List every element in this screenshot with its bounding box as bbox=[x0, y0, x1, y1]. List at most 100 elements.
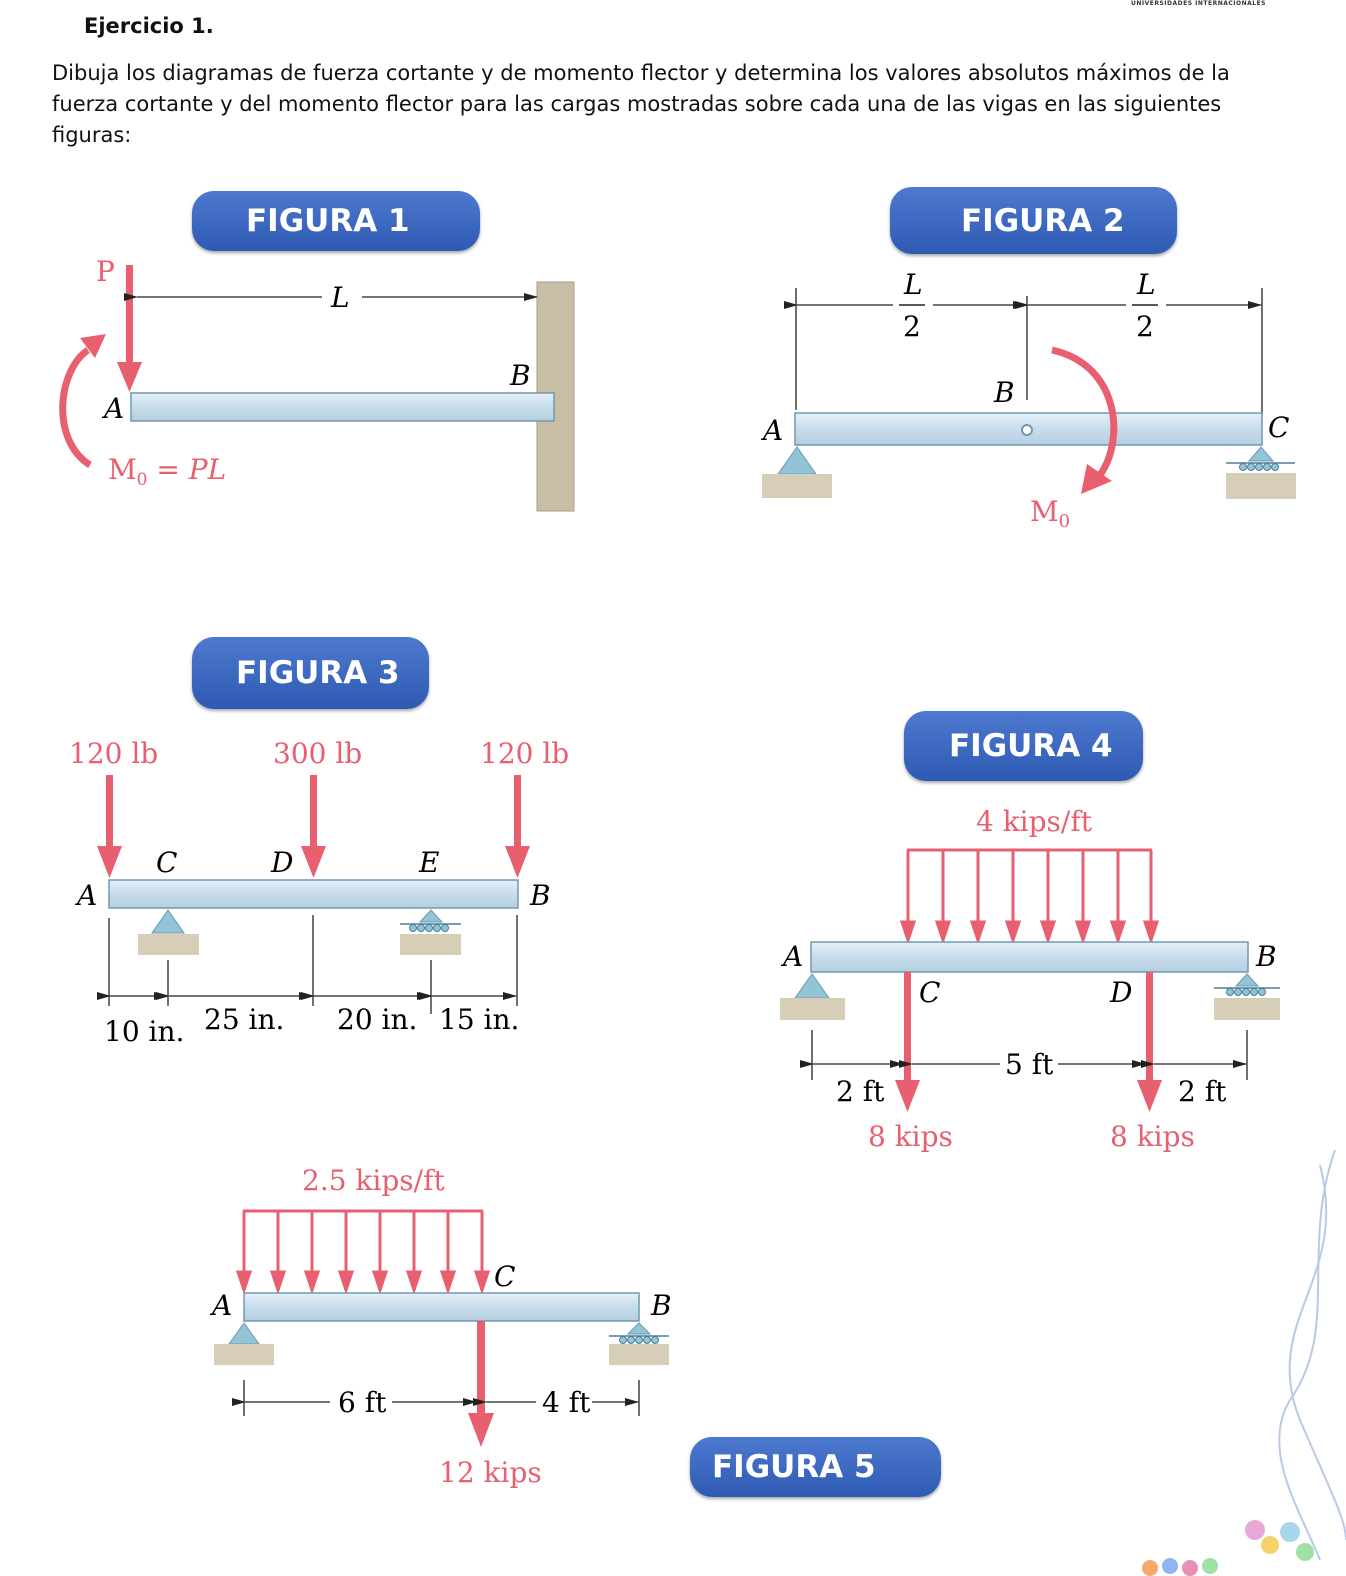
load-right-shaft bbox=[514, 775, 521, 850]
roller-support-b bbox=[1234, 973, 1260, 987]
dim-10in-label: 10 in. bbox=[104, 1015, 184, 1048]
dim-25in-label: 25 in. bbox=[204, 1003, 284, 1036]
load-mid-shaft bbox=[310, 775, 317, 850]
rollers-e bbox=[409, 924, 449, 932]
moment-m0-arrowhead bbox=[1081, 464, 1112, 494]
dim-right-label: 2 ft bbox=[1178, 1075, 1227, 1108]
figure-5-title-text: FIGURA 5 bbox=[712, 1449, 876, 1485]
load-left-shaft bbox=[106, 775, 113, 850]
beam-ab bbox=[108, 879, 519, 909]
figure-5-diagram: 2.5 kips/ft A B C bbox=[209, 1164, 672, 1489]
load-right-head bbox=[505, 846, 530, 878]
point-c-label: C bbox=[1268, 411, 1289, 444]
hinge-b bbox=[1021, 424, 1033, 436]
figure-3-title-text: FIGURA 3 bbox=[236, 655, 400, 691]
point-load-label: 12 kips bbox=[439, 1456, 542, 1489]
beam-ab bbox=[243, 1292, 640, 1322]
load-p-shaft bbox=[126, 265, 133, 365]
dist-load-arrows bbox=[899, 850, 1160, 945]
load-mid-head bbox=[301, 846, 326, 878]
load-right-label: 120 lb bbox=[480, 737, 569, 770]
load-left-label: 120 lb bbox=[69, 737, 158, 770]
load-c-shaft bbox=[477, 1321, 485, 1416]
dim-right-half-den: 2 bbox=[1136, 310, 1154, 343]
ground-b bbox=[609, 1344, 669, 1365]
point-b-label: B bbox=[993, 376, 1015, 409]
figure-3-diagram: 120 lb 300 lb 120 lb A B C D E bbox=[69, 737, 569, 1048]
moment-m0-arc bbox=[1051, 346, 1118, 478]
moment-m0-label: M0 bbox=[1030, 495, 1070, 532]
dim-l-label: L bbox=[330, 281, 350, 314]
point-c-label: C bbox=[919, 976, 940, 1009]
dim-20in-label: 20 in. bbox=[337, 1003, 417, 1036]
figure-2-title: FIGURA 2 bbox=[890, 187, 1177, 254]
dist-load-arrows bbox=[235, 1211, 491, 1295]
rollers-b bbox=[1226, 988, 1266, 996]
point-a-label: A bbox=[74, 879, 97, 912]
dim-left-half-num: L bbox=[903, 268, 923, 301]
moment-m0-label: M0 = PL bbox=[108, 453, 226, 490]
figure-4-title-text: FIGURA 4 bbox=[949, 728, 1113, 764]
moment-m0-arc bbox=[59, 347, 93, 468]
point-a-label: A bbox=[209, 1289, 232, 1322]
dim-left-half-den: 2 bbox=[903, 310, 921, 343]
dist-load-label: 2.5 kips/ft bbox=[302, 1164, 445, 1197]
figure-5-title: FIGURA 5 bbox=[690, 1437, 941, 1497]
ground-c bbox=[138, 934, 199, 955]
load-c-head bbox=[895, 1080, 920, 1112]
load-p-label: P bbox=[96, 255, 115, 288]
dim-left-label: 6 ft bbox=[338, 1386, 387, 1419]
figure-2-title-text: FIGURA 2 bbox=[961, 202, 1125, 239]
load-c-shaft bbox=[904, 972, 911, 1082]
ground-a bbox=[762, 474, 832, 498]
figure-4-diagram: 4 kips/ft A B C D bbox=[780, 805, 1280, 1153]
dim-mid-label: 5 ft bbox=[1005, 1048, 1054, 1081]
point-b-label: B bbox=[650, 1289, 672, 1322]
figure-4-title: FIGURA 4 bbox=[904, 711, 1143, 781]
pin-support-c bbox=[151, 909, 185, 934]
ground-b bbox=[1214, 998, 1280, 1020]
point-e-label: E bbox=[418, 846, 439, 879]
ground-a bbox=[780, 998, 845, 1020]
load-c-head bbox=[468, 1413, 494, 1447]
load-mid-label: 300 lb bbox=[273, 737, 362, 770]
rollers-b bbox=[619, 1336, 659, 1344]
load-p-arrowhead bbox=[117, 362, 142, 392]
figure-1-title: FIGURA 1 bbox=[192, 191, 480, 251]
point-a-label: A bbox=[101, 392, 124, 425]
load-c-label: 8 kips bbox=[868, 1120, 953, 1153]
moment-m0-arrowhead bbox=[80, 334, 106, 358]
point-d-label: D bbox=[270, 846, 293, 879]
roller-support-e bbox=[418, 909, 444, 923]
figure-3-title: FIGURA 3 bbox=[192, 637, 429, 709]
decorative-flowers bbox=[1142, 1520, 1314, 1576]
exercise-title: Ejercicio 1. bbox=[84, 14, 214, 38]
figure-1-title-text: FIGURA 1 bbox=[246, 203, 410, 239]
roller-support-b bbox=[626, 1322, 652, 1335]
dim-15in-label: 15 in. bbox=[439, 1003, 519, 1036]
ground-c bbox=[1226, 473, 1296, 499]
beam-ab bbox=[810, 941, 1249, 973]
dim-right-label: 4 ft bbox=[542, 1386, 591, 1419]
rollers-c bbox=[1239, 463, 1279, 471]
pin-support-a bbox=[228, 1322, 260, 1345]
load-d-label: 8 kips bbox=[1110, 1120, 1195, 1153]
exercise-statement: Dibuja los diagramas de fuerza cortante … bbox=[52, 61, 1230, 147]
roller-support-c bbox=[1247, 446, 1275, 462]
point-b-label: B bbox=[509, 359, 531, 392]
point-b-label: B bbox=[529, 879, 551, 912]
pin-support-a bbox=[777, 446, 817, 475]
load-d-shaft bbox=[1146, 972, 1153, 1082]
point-d-label: D bbox=[1109, 976, 1132, 1009]
corner-logo-text: UNIVERSIDADES INTERNACIONALES bbox=[1130, 0, 1266, 7]
load-left-head bbox=[97, 846, 122, 878]
point-a-label: A bbox=[760, 414, 783, 447]
figure-1-diagram: P L A B M0 = PL bbox=[59, 255, 575, 512]
point-c-label: C bbox=[156, 846, 177, 879]
dim-left-label: 2 ft bbox=[836, 1075, 885, 1108]
ground-a bbox=[214, 1344, 274, 1365]
dist-load-label: 4 kips/ft bbox=[976, 805, 1093, 838]
dim-right-half-num: L bbox=[1136, 268, 1156, 301]
beam-ab bbox=[130, 392, 555, 422]
